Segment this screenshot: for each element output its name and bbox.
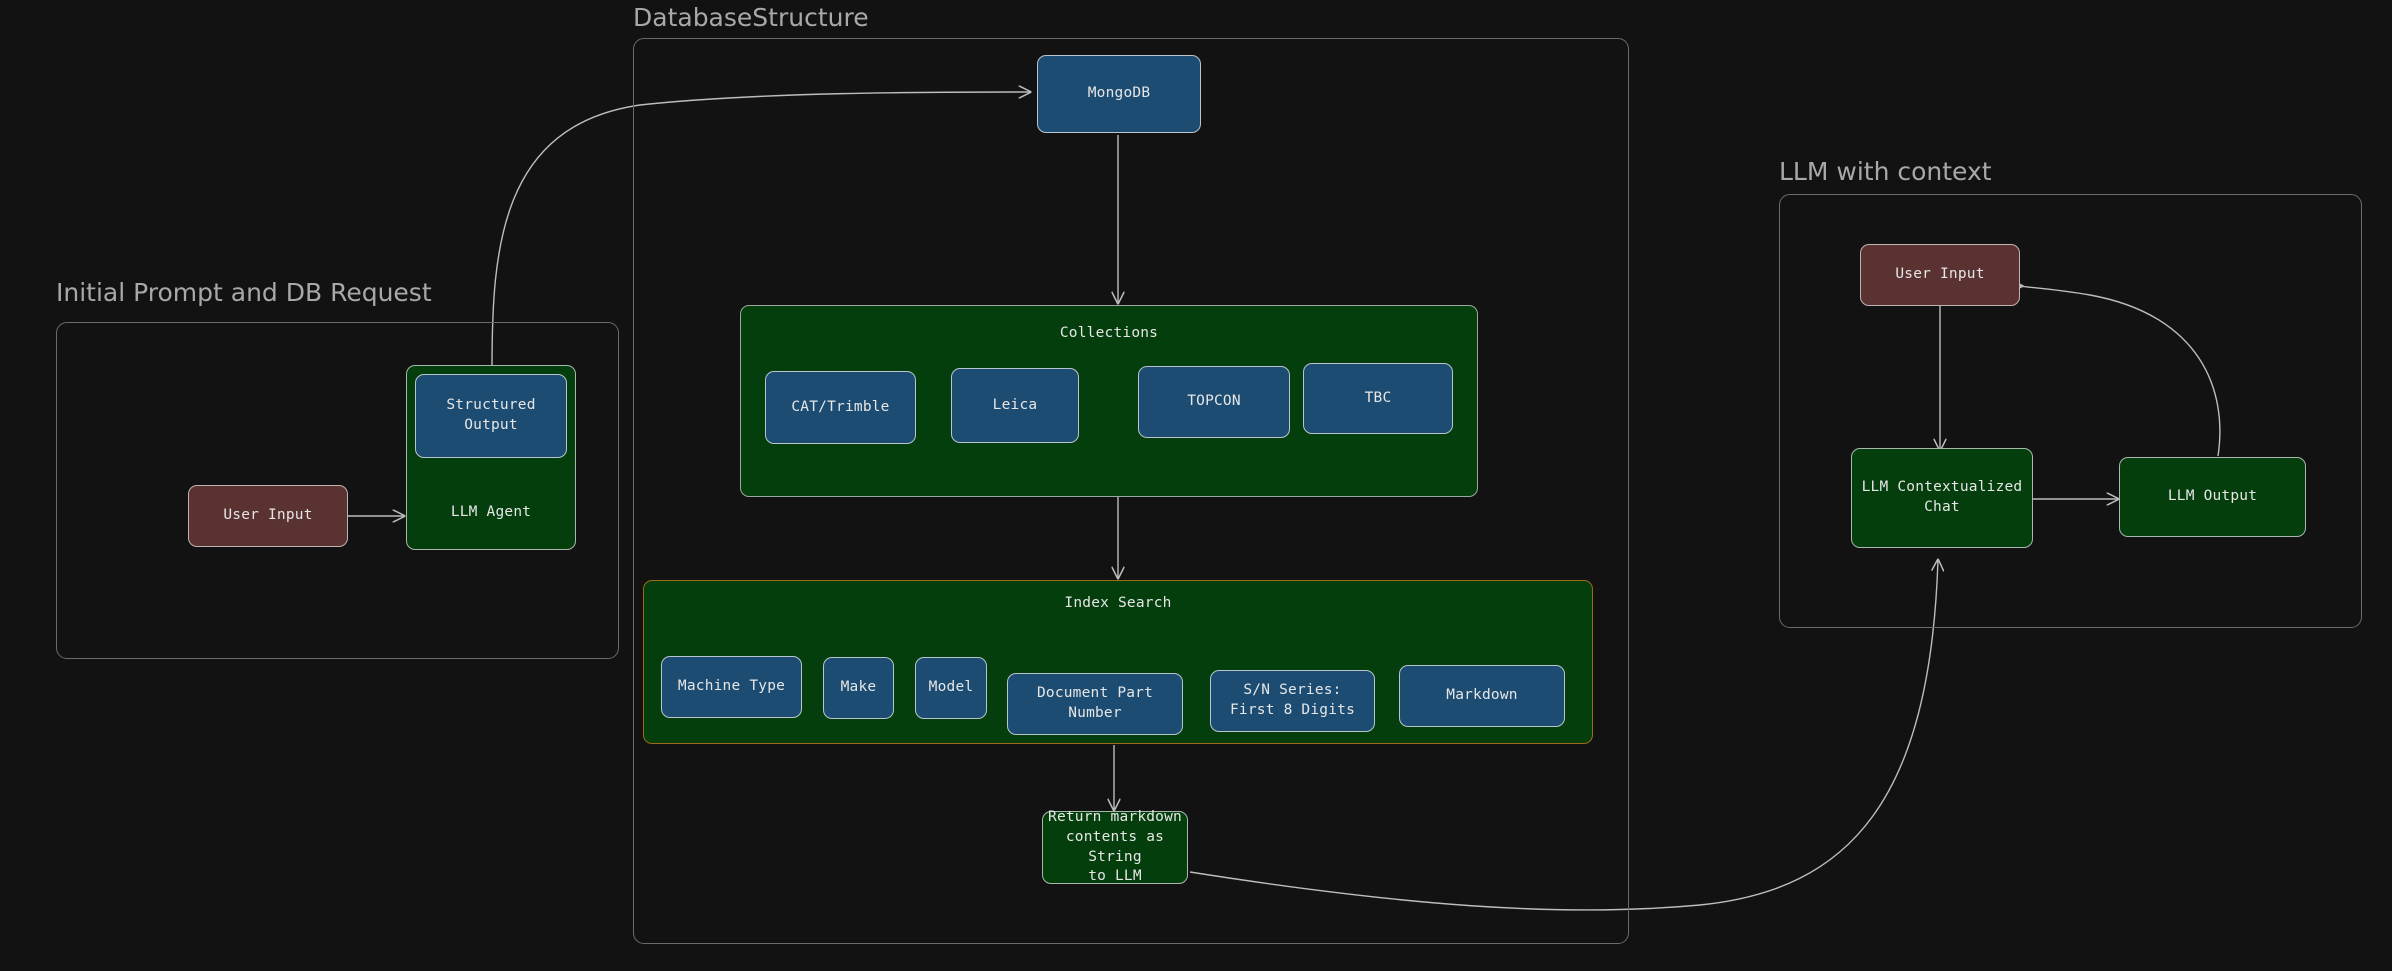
node-tbc[interactable]: TBC	[1303, 363, 1453, 434]
node-make[interactable]: Make	[823, 657, 894, 719]
cluster-title-llm-with-context: LLM with context	[1779, 157, 1992, 186]
node-machine-type[interactable]: Machine Type	[661, 656, 802, 718]
node-llm-agent-label: LLM Agent	[450, 504, 532, 521]
cluster-initial-prompt	[56, 322, 619, 659]
node-cat-trimble[interactable]: CAT/Trimble	[765, 371, 916, 444]
node-return-markdown[interactable]: Return markdown contents as String to LL…	[1042, 809, 1188, 884]
node-markdown[interactable]: Markdown	[1399, 665, 1565, 727]
node-llm-contextualized-chat[interactable]: LLM Contextualized Chat	[1851, 448, 2033, 548]
node-model[interactable]: Model	[915, 657, 987, 719]
node-leica[interactable]: Leica	[951, 368, 1079, 443]
cluster-title-initial-prompt: Initial Prompt and DB Request	[56, 278, 432, 307]
node-user-input-right[interactable]: User Input	[1860, 244, 2020, 306]
group-index-search-label: Index Search	[1064, 595, 1172, 611]
node-topcon[interactable]: TOPCON	[1138, 366, 1290, 438]
node-sn-series[interactable]: S/N Series: First 8 Digits	[1210, 670, 1375, 732]
node-document-part-number[interactable]: Document Part Number	[1007, 673, 1183, 735]
group-collections-label: Collections	[1059, 325, 1159, 341]
node-user-input-left[interactable]: User Input	[188, 485, 348, 547]
cluster-llm-with-context	[1779, 194, 2362, 628]
cluster-title-database-structure: DatabaseStructure	[633, 3, 869, 32]
node-llm-output[interactable]: LLM Output	[2119, 457, 2306, 537]
node-mongodb[interactable]: MongoDB	[1037, 55, 1201, 133]
node-structured-output[interactable]: Structured Output	[415, 374, 567, 458]
cluster-database-structure	[633, 38, 1629, 944]
